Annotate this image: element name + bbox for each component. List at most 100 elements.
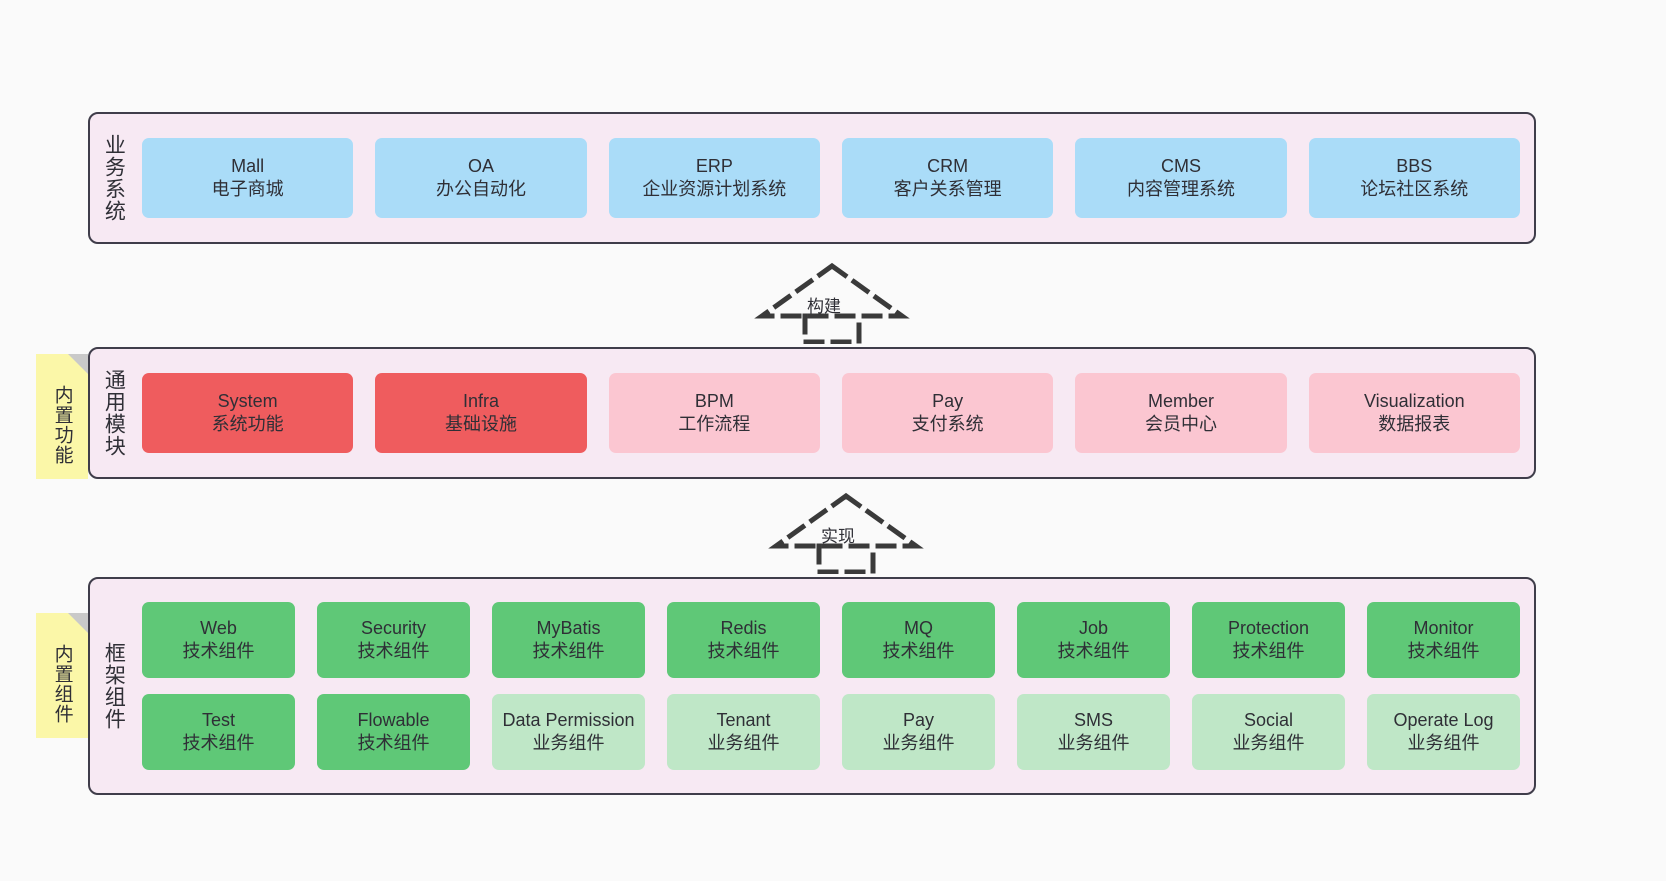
node-subtitle: 基础设施	[444, 414, 517, 434]
node-mybatis[interactable]: MyBatis 技术组件	[492, 602, 645, 678]
node-title: Pay	[902, 709, 935, 730]
connector-implement: 实现	[766, 492, 926, 574]
page-fold-icon	[68, 354, 88, 374]
node-infra[interactable]: Infra 基础设施	[375, 373, 587, 453]
layer-business-systems: 业务系统 Mall 电子商城 OA 办公自动化 ERP 企业资源计划系统 CRM…	[88, 112, 1536, 244]
node-title: Flowable	[357, 709, 430, 730]
node-sms[interactable]: SMS 业务组件	[1017, 694, 1170, 770]
node-title: CRM	[927, 155, 969, 176]
node-row: Mall 电子商城 OA 办公自动化 ERP 企业资源计划系统 CRM 客户关系…	[142, 138, 1520, 218]
layer-framework-components: 框架组件 Web 技术组件 Security 技术组件 MyBatis 技术组件…	[88, 577, 1536, 795]
generalization-arrow-icon	[754, 262, 910, 344]
node-flowable[interactable]: Flowable 技术组件	[317, 694, 470, 770]
node-title: CMS	[1160, 155, 1201, 176]
node-subtitle: 技术组件	[182, 641, 255, 661]
node-title: ERP	[695, 155, 733, 176]
node-subtitle: 电子商城	[211, 179, 284, 199]
node-data-permission[interactable]: Data Permission 业务组件	[492, 694, 645, 770]
node-title: MyBatis	[536, 617, 601, 638]
layer-title-business-systems: 业务系统	[102, 134, 126, 222]
node-pay[interactable]: Pay 支付系统	[841, 373, 1054, 453]
node-mq[interactable]: MQ 技术组件	[842, 602, 995, 678]
node-title: Infra	[462, 390, 499, 411]
node-test[interactable]: Test 技术组件	[142, 694, 295, 770]
node-protection[interactable]: Protection 技术组件	[1192, 602, 1345, 678]
node-title: Social	[1243, 709, 1294, 730]
node-visualization[interactable]: Visualization 数据报表	[1308, 373, 1520, 453]
node-mall[interactable]: Mall 电子商城	[142, 138, 354, 218]
layer-body-framework-components: Web 技术组件 Security 技术组件 MyBatis 技术组件 Redi…	[136, 579, 1534, 793]
node-title: Data Permission	[502, 709, 635, 730]
node-web[interactable]: Web 技术组件	[142, 602, 295, 678]
node-title: MQ	[904, 617, 933, 638]
sticky-note-label: 内置组件	[51, 643, 73, 724]
node-title: Member	[1147, 390, 1214, 411]
node-subtitle: 办公自动化	[435, 179, 526, 199]
node-subtitle: 企业资源计划系统	[642, 179, 787, 199]
node-subtitle: 技术组件	[532, 641, 605, 661]
node-subtitle: 技术组件	[1407, 641, 1480, 661]
layer-body-business-systems: Mall 电子商城 OA 办公自动化 ERP 企业资源计划系统 CRM 客户关系…	[136, 114, 1534, 242]
node-bbs[interactable]: BBS 论坛社区系统	[1308, 138, 1520, 218]
node-subtitle: 内容管理系统	[1126, 179, 1235, 199]
node-system[interactable]: System 系统功能	[142, 373, 354, 453]
node-title: Monitor	[1413, 617, 1474, 638]
node-subtitle: 技术组件	[357, 641, 430, 661]
node-member[interactable]: Member 会员中心	[1075, 373, 1287, 453]
node-subtitle: 业务组件	[882, 733, 955, 753]
node-redis[interactable]: Redis 技术组件	[667, 602, 820, 678]
node-title: BBS	[1396, 155, 1433, 176]
page-fold-icon	[68, 613, 88, 633]
node-title: Web	[200, 617, 237, 638]
node-row: Web 技术组件 Security 技术组件 MyBatis 技术组件 Redi…	[142, 602, 1520, 678]
node-title: OA	[467, 155, 494, 176]
node-subtitle: 支付系统	[911, 414, 984, 434]
node-operate-log[interactable]: Operate Log 业务组件	[1367, 694, 1520, 770]
node-title: SMS	[1073, 709, 1113, 730]
node-title: System	[217, 390, 278, 411]
node-title: Pay	[932, 390, 964, 411]
node-title: Redis	[720, 617, 767, 638]
node-monitor[interactable]: Monitor 技术组件	[1367, 602, 1520, 678]
node-tenant[interactable]: Tenant 业务组件	[667, 694, 820, 770]
node-title: Tenant	[716, 709, 771, 730]
layer-common-modules: 通用模块 System 系统功能 Infra 基础设施 BPM 工作流程 Pay…	[88, 347, 1536, 479]
node-cms[interactable]: CMS 内容管理系统	[1075, 138, 1287, 218]
sticky-note-builtin-features: 内置功能	[36, 354, 88, 479]
node-title: BPM	[694, 390, 734, 411]
layer-title-framework-components: 框架组件	[102, 642, 126, 730]
node-security[interactable]: Security 技术组件	[317, 602, 470, 678]
sticky-note-builtin-components: 内置组件	[36, 613, 88, 738]
node-subtitle: 客户关系管理	[893, 179, 1002, 199]
node-subtitle: 业务组件	[1232, 733, 1305, 753]
connector-build: 构建	[752, 262, 912, 344]
node-erp[interactable]: ERP 企业资源计划系统	[608, 138, 820, 218]
node-subtitle: 业务组件	[1057, 733, 1130, 753]
node-bpm[interactable]: BPM 工作流程	[608, 373, 820, 453]
node-subtitle: 业务组件	[532, 733, 605, 753]
node-row: Test 技术组件 Flowable 技术组件 Data Permission …	[142, 694, 1520, 770]
node-subtitle: 数据报表	[1378, 414, 1451, 434]
node-title: Test	[201, 709, 235, 730]
layer-body-common-modules: System 系统功能 Infra 基础设施 BPM 工作流程 Pay 支付系统…	[136, 349, 1534, 477]
node-social[interactable]: Social 业务组件	[1192, 694, 1345, 770]
node-job[interactable]: Job 技术组件	[1017, 602, 1170, 678]
node-crm[interactable]: CRM 客户关系管理	[841, 138, 1054, 218]
node-subtitle: 技术组件	[882, 641, 955, 661]
node-pay-business[interactable]: Pay 业务组件	[842, 694, 995, 770]
node-subtitle: 业务组件	[1407, 733, 1480, 753]
generalization-arrow-icon	[768, 492, 924, 574]
connector-label-build: 构建	[807, 297, 841, 316]
node-title: Protection	[1227, 617, 1310, 638]
node-subtitle: 技术组件	[707, 641, 780, 661]
node-subtitle: 会员中心	[1144, 414, 1217, 434]
sticky-note-label: 内置功能	[51, 384, 73, 465]
node-oa[interactable]: OA 办公自动化	[375, 138, 587, 218]
node-subtitle: 技术组件	[1057, 641, 1130, 661]
connector-label-implement: 实现	[821, 527, 855, 546]
node-title: Mall	[231, 155, 265, 176]
node-subtitle: 业务组件	[707, 733, 780, 753]
node-subtitle: 技术组件	[1232, 641, 1305, 661]
node-row: System 系统功能 Infra 基础设施 BPM 工作流程 Pay 支付系统…	[142, 373, 1520, 453]
